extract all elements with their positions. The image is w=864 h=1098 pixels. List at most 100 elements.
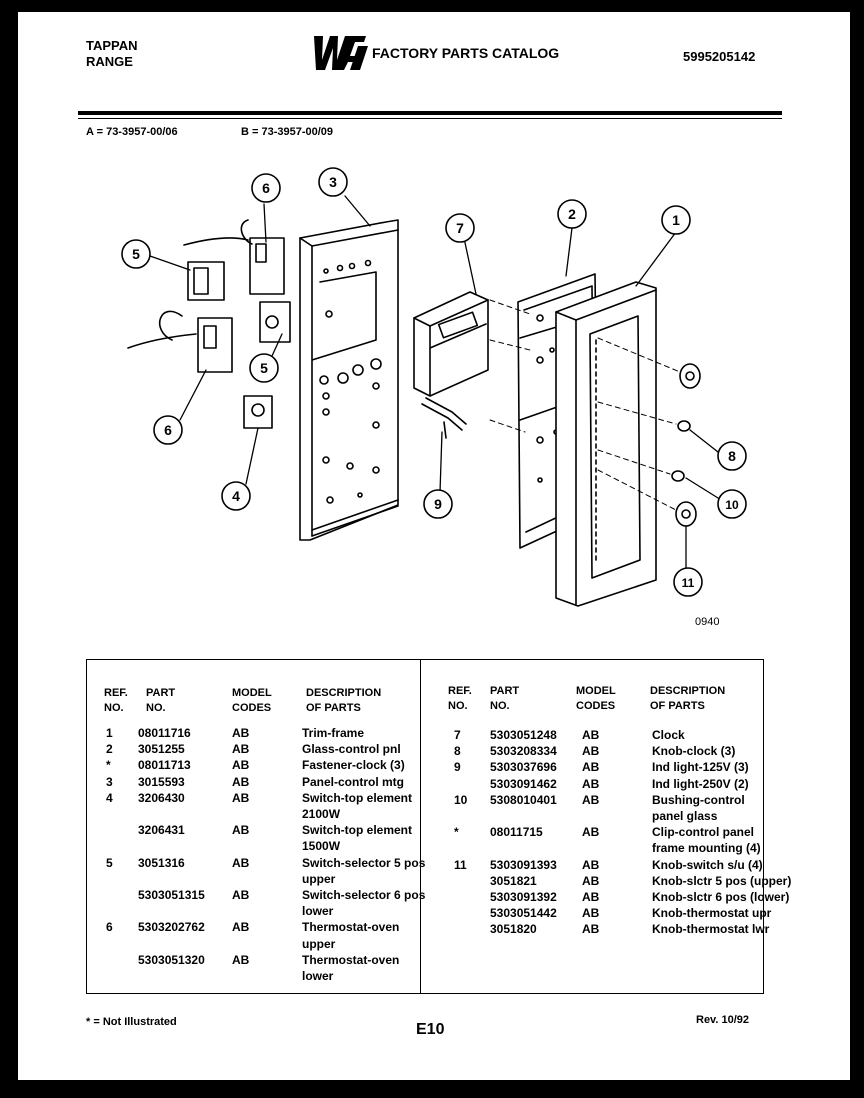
cell-part: 3051255 (138, 742, 185, 757)
svg-text:8: 8 (728, 448, 736, 464)
cell-desc: Knob-slctr 5 pos (upper) (652, 873, 792, 888)
brand-name: TAPPAN (86, 38, 138, 53)
cell-model: AB (582, 728, 600, 742)
header-divider (78, 111, 782, 115)
catalog-number: 5995205142 (683, 49, 756, 64)
indicator-light-part (421, 397, 467, 439)
cell-desc: upper (302, 871, 336, 886)
cell-desc: Switch-selector 5 pos (302, 855, 426, 870)
not-illustrated-note: * = Not Illustrated (86, 1016, 177, 1028)
cell-ref: * (106, 758, 111, 773)
cell-desc: Glass-control pnl (302, 742, 401, 757)
callout-6-upper: 6 (251, 173, 281, 203)
svg-text:7: 7 (456, 220, 464, 236)
callout-11: 11 (673, 567, 703, 597)
svg-text:1: 1 (672, 212, 680, 228)
cell-desc: frame mounting (4) (652, 841, 761, 856)
cell-model: AB (232, 823, 250, 838)
cell-part: 5303208334 (490, 744, 557, 759)
cell-model: AB (232, 790, 250, 805)
cell-desc: Switch-selector 6 pos (302, 888, 426, 902)
wci-logo (314, 36, 368, 70)
clock-part (413, 291, 489, 397)
model-a: A = 73-3957-00/06 (86, 126, 178, 138)
svg-text:9: 9 (434, 496, 442, 512)
callout-9: 9 (423, 489, 453, 519)
cell-part: 5303037696 (490, 760, 557, 775)
alignment-lines (489, 299, 681, 511)
callout-2: 2 (557, 199, 587, 229)
cell-part: 5303051442 (490, 906, 557, 921)
callout-7: 7 (445, 213, 475, 243)
cell-model: AB (582, 825, 600, 840)
cell-desc: Thermostat-oven (302, 920, 400, 935)
knob-parts (671, 363, 701, 527)
cell-model: AB (582, 922, 600, 937)
ref-header-right: REF.NO. (448, 685, 472, 712)
cell-desc: Knob-thermostat lwr (652, 922, 770, 937)
cell-part: 3206431 (138, 823, 185, 838)
cell-part: 3051316 (138, 855, 185, 870)
callout-4: 4 (221, 481, 251, 511)
cell-part: 3206430 (138, 790, 185, 805)
cell-part: 5303091392 (490, 890, 557, 904)
cell-model: AB (582, 873, 600, 888)
svg-text:5: 5 (260, 360, 268, 376)
cell-desc: Knob-slctr 6 pos (lower) (652, 890, 790, 904)
cell-desc: Knob-clock (3) (652, 744, 736, 759)
product-type: RANGE (86, 54, 133, 69)
cell-ref: * (454, 825, 459, 840)
cell-part: 3015593 (138, 774, 185, 789)
cell-model: AB (582, 792, 600, 807)
svg-text:3: 3 (329, 174, 337, 190)
cell-ref: 8 (454, 744, 461, 759)
cell-model: AB (232, 855, 250, 870)
cell-desc: 1500W (302, 839, 341, 854)
callout-5-upper: 5 (121, 239, 151, 269)
cell-desc: Knob-thermostat upr (652, 906, 772, 921)
page-number: E10 (416, 1021, 445, 1038)
cell-desc: upper (302, 936, 336, 951)
cell-model: AB (232, 920, 250, 935)
svg-text:4: 4 (232, 488, 240, 504)
parts-catalog-page (18, 12, 850, 1080)
svg-text:11: 11 (682, 576, 695, 590)
cell-desc: Clock (652, 728, 685, 742)
cell-ref: 3 (106, 774, 113, 789)
cell-part: 5303051248 (490, 728, 557, 742)
brand-block: TAPPAN RANGE (86, 38, 138, 70)
cell-desc: 2100W (302, 807, 341, 821)
cell-part: 08011715 (490, 825, 543, 840)
svg-text:10: 10 (725, 498, 739, 512)
cell-model: AB (582, 744, 600, 759)
cell-model: AB (582, 890, 600, 904)
cell-ref: 9 (454, 760, 461, 775)
cell-ref: 4 (106, 790, 113, 805)
cell-part: 5303091462 (490, 776, 557, 791)
cell-part: 3051820 (490, 922, 537, 937)
cell-part: 08011713 (138, 758, 191, 773)
callouts: 1 2 3 4 5 5 6 6 7 8 9 10 11 (121, 167, 747, 597)
svg-text:5: 5 (132, 246, 140, 262)
cell-ref: 5 (106, 855, 113, 870)
cell-desc: Clip-control panel (652, 825, 754, 840)
cell-part: 5303051320 (138, 952, 205, 967)
callout-5-lower: 5 (249, 353, 279, 383)
cell-model: AB (232, 742, 250, 757)
control-panel-part (299, 219, 399, 541)
cell-desc: panel glass (652, 809, 718, 823)
cell-desc: Trim-frame (302, 726, 365, 740)
trim-frame-part (555, 281, 657, 607)
cell-model: AB (232, 774, 250, 789)
parts-table-divider (420, 659, 421, 993)
svg-text:6: 6 (164, 422, 172, 438)
cell-desc: lower (302, 904, 334, 919)
cell-ref: 1 (106, 726, 113, 740)
cell-model: AB (232, 726, 250, 740)
callout-10: 10 (717, 489, 747, 519)
